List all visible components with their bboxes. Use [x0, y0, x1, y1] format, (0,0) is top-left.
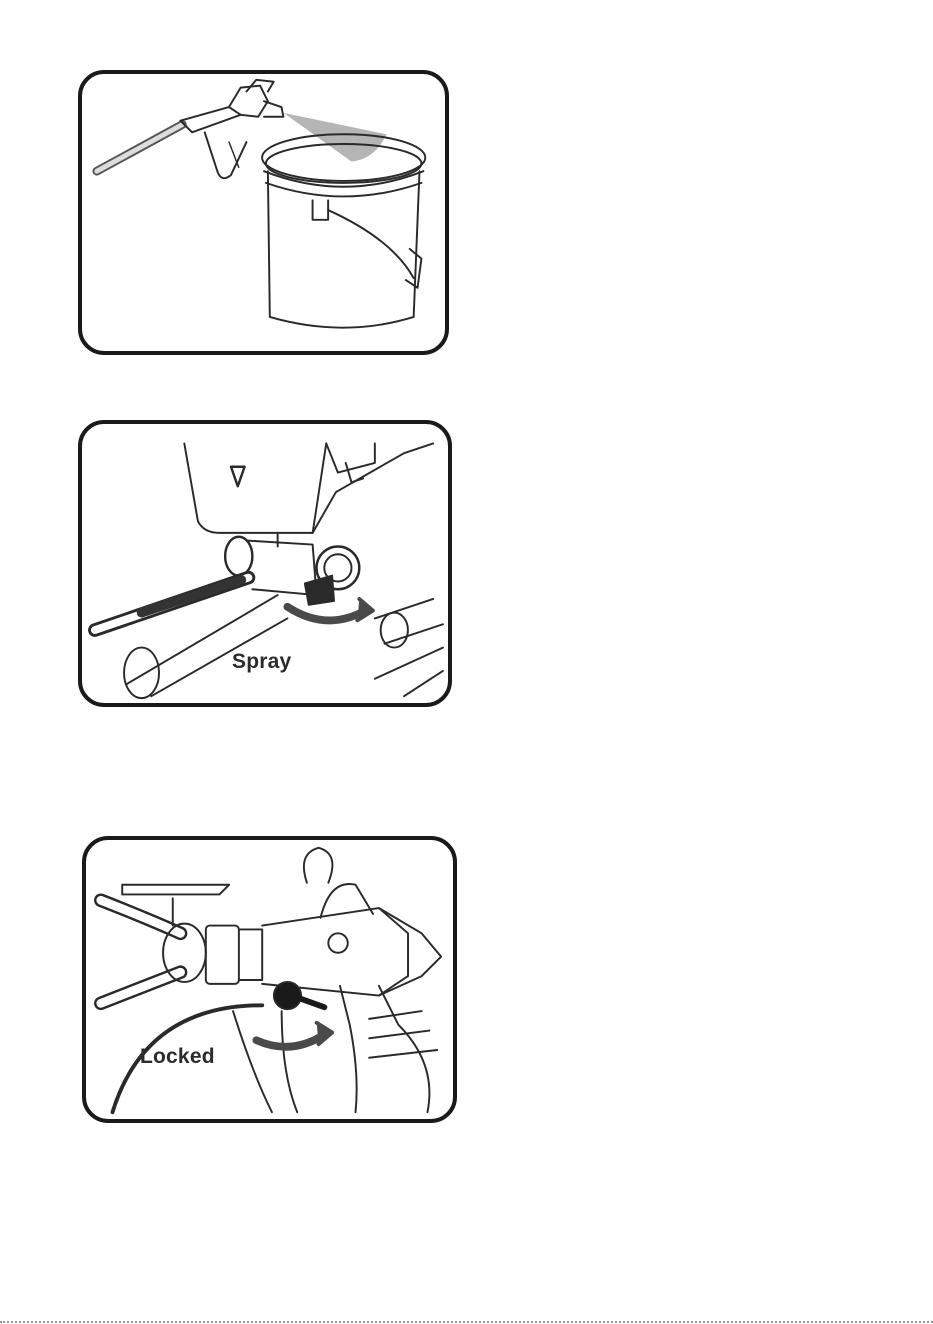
- prime-valve-icon: [225, 537, 359, 605]
- rotate-arrow-icon: [256, 1034, 324, 1046]
- spray-into-bucket-drawing: [82, 74, 445, 351]
- hose-icon: [95, 578, 249, 630]
- hose-icon: [97, 125, 183, 172]
- spray-gun-icon: [180, 80, 283, 178]
- page-bottom-rule: [0, 1321, 933, 1323]
- locked-label: Locked: [140, 1045, 215, 1069]
- illustration-panel-spray-into-bucket: [78, 70, 449, 355]
- trigger-lock-drawing: [86, 840, 453, 1119]
- rotate-arrow-icon: [287, 607, 365, 621]
- bucket-icon: [262, 134, 425, 327]
- tip-guard-icon: [101, 885, 229, 1004]
- spray-label: Spray: [232, 650, 291, 674]
- illustration-panel-trigger-locked: Locked: [82, 836, 457, 1123]
- pump-housing-icon: [184, 443, 433, 546]
- illustration-panel-prime-valve-spray: Spray: [78, 420, 452, 707]
- gun-body-icon: [206, 848, 441, 996]
